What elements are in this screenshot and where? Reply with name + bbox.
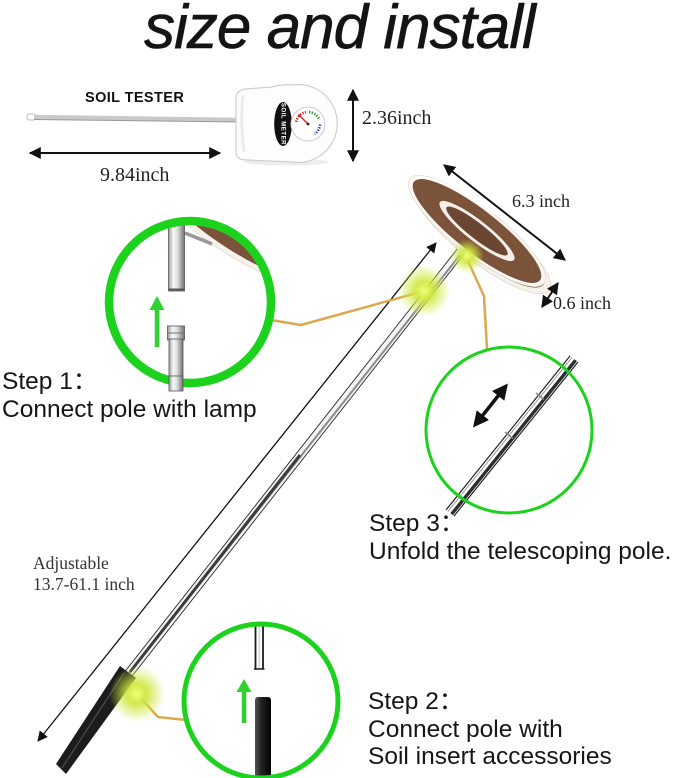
adjustable-measure-arrow <box>37 242 437 742</box>
connector-lines <box>138 258 489 722</box>
gauge-red-arc <box>294 110 307 123</box>
diameter-measure-arrow <box>443 164 566 261</box>
glow-dot-top <box>450 239 484 273</box>
gauge-pivot <box>306 122 310 126</box>
step3-line: Unfold the telescoping pole. <box>369 537 672 565</box>
adjustable-line2: 13.7-61.1 inch <box>33 574 135 594</box>
connector-step1 <box>270 289 425 327</box>
step1-label: Step 1： <box>2 368 98 395</box>
telescoping-pole <box>122 243 469 680</box>
thickness-measure-label: 0.6 inch <box>553 293 611 313</box>
callout-3-content <box>254 624 271 778</box>
gauge-blue-arc <box>313 124 322 136</box>
gauge-needle <box>298 114 309 125</box>
adjustable-label: Adjustable 13.7-61.1 inch <box>33 553 135 595</box>
green-arrow-step2 <box>236 679 252 723</box>
soil-tester: SOIL METER <box>26 83 338 166</box>
diameter-measure-label: 6.3 inch <box>512 191 570 211</box>
thickness-measure-arrow <box>541 282 559 308</box>
soil-tester-label: SOIL TESTER <box>85 90 185 106</box>
step1-line: Connect pole with lamp <box>2 395 257 423</box>
glow-dot-mid <box>398 265 450 317</box>
glow-dot-bottom <box>109 666 165 722</box>
page-title: size and install <box>144 0 536 62</box>
step3-text: Step 3： Unfold the telescoping pole. <box>369 510 671 565</box>
step1-text: Step 1： Connect pole with lamp <box>2 368 257 423</box>
body-shading <box>240 94 246 153</box>
gauge-green-arc <box>308 110 321 121</box>
step2-text: Step 2： Connect pole with Soil insert ac… <box>368 688 612 771</box>
callout-circle-1 <box>104 216 276 388</box>
callout-1-content <box>153 221 271 383</box>
adjustable-line1: Adjustable <box>33 553 109 573</box>
callout-circle-2 <box>424 345 594 515</box>
step2-label: Step 2： <box>368 688 464 715</box>
step2-line2: Soil insert accessories <box>368 743 612 770</box>
pole-segment-overhang <box>168 375 184 392</box>
probe <box>33 114 241 123</box>
callout-circle-3 <box>181 621 341 778</box>
callout-2-content <box>445 355 579 517</box>
height-measure-label: 2.36inch <box>362 107 432 129</box>
meter-label-oval <box>274 102 292 146</box>
meter-label-text: SOIL METER <box>280 103 287 145</box>
probe-edge <box>33 119 241 123</box>
length-measure-label: 9.84inch <box>100 164 170 186</box>
step2-line1: Connect pole with <box>368 715 563 743</box>
step3-label: Step 3： <box>369 510 465 537</box>
green-arrow-step1 <box>149 296 165 347</box>
